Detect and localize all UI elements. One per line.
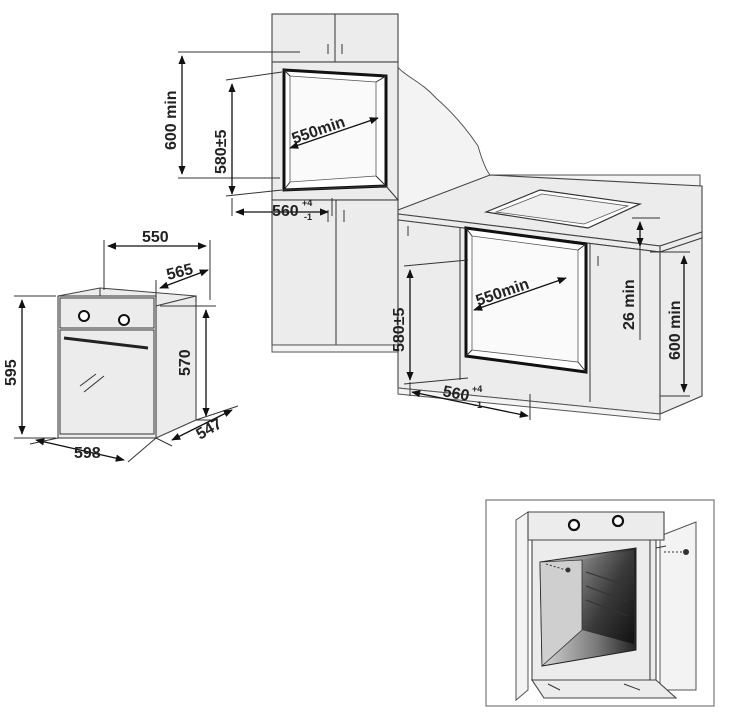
- knob-icon: [567, 518, 581, 532]
- knob-icon: [78, 310, 90, 322]
- lower-width-sub: -1: [474, 400, 482, 410]
- oven-body-height-label: 570: [177, 349, 194, 376]
- upper-width-sup: +4: [302, 198, 312, 208]
- inset-fixing-detail: [485, 499, 715, 707]
- oven-unit: [57, 287, 197, 439]
- dimension-lines-upper: [178, 51, 379, 216]
- dimension-lines-oven: [14, 240, 239, 463]
- knob-icon: [118, 314, 130, 326]
- knob-icon: [611, 514, 625, 528]
- dimension-lines-lower: [403, 217, 690, 420]
- oven-total-height-label: 595: [3, 359, 20, 386]
- upper-width-sub: -1: [304, 212, 312, 222]
- upper-width-label: 560: [272, 203, 299, 220]
- upper-niche-height-label: 580±5: [213, 130, 230, 174]
- lower-width-label: 560: [441, 383, 471, 405]
- lower-height-label: 600 min: [667, 300, 684, 360]
- worktop-gap-label: 26 min: [621, 279, 638, 330]
- lower-width-sup: +4: [472, 384, 482, 394]
- lower-niche-height-label: 580±5: [391, 308, 408, 352]
- upper-height-label: 600 min: [163, 90, 180, 150]
- screw-icon: [664, 549, 689, 555]
- screw-icon: [545, 563, 571, 573]
- oven-width-label: 598: [74, 445, 101, 462]
- oven-depth-top-label: 565: [165, 261, 195, 284]
- oven-width-top-label: 550: [142, 229, 169, 246]
